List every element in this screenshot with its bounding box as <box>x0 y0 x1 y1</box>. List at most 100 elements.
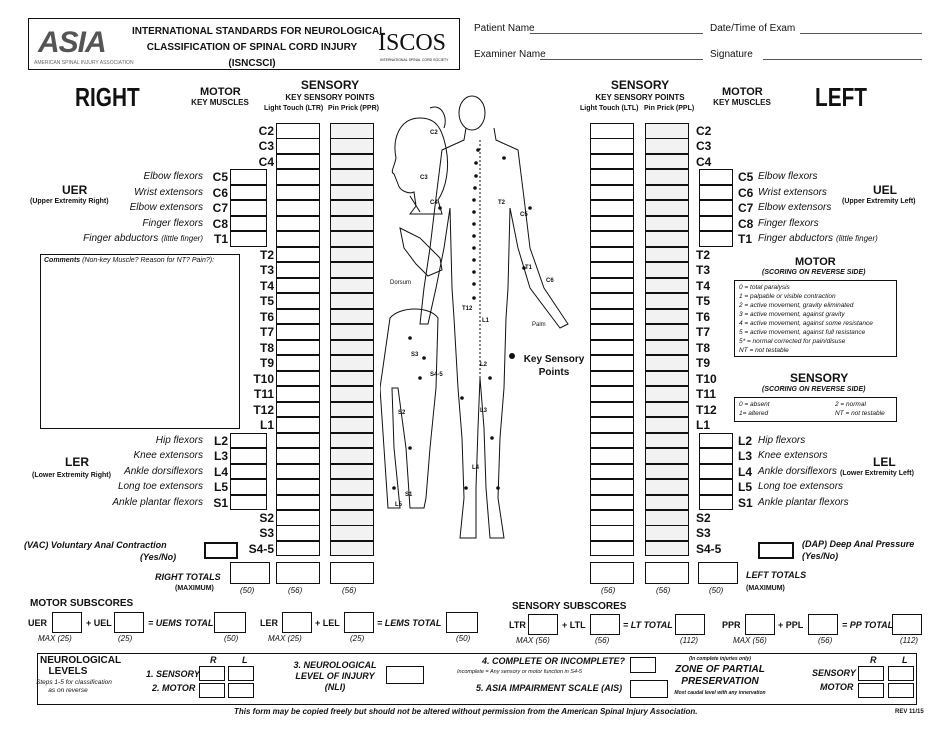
pp-total-input[interactable] <box>892 614 922 635</box>
lt-total-input[interactable] <box>675 614 705 635</box>
left-lt-l3[interactable] <box>590 448 634 464</box>
right-motor-c6[interactable] <box>230 184 267 201</box>
right-pp-c8[interactable] <box>330 215 374 232</box>
right-pp-t6[interactable] <box>330 308 374 325</box>
right-pp-s3[interactable] <box>330 525 374 541</box>
right-pp-s1[interactable] <box>330 494 374 511</box>
left-pp-t6[interactable] <box>645 308 689 325</box>
right-pp-t10[interactable] <box>330 370 374 387</box>
right-lt-t11[interactable] <box>276 386 320 402</box>
ltr-input[interactable] <box>528 614 558 635</box>
right-lt-c4[interactable] <box>276 153 320 170</box>
left-motor-c5[interactable] <box>699 169 733 185</box>
right-lt-t4[interactable] <box>276 277 320 294</box>
left-pp-l3[interactable] <box>645 448 689 464</box>
zpp-sensory-r-input[interactable] <box>858 666 884 681</box>
right-lt-t10[interactable] <box>276 370 320 387</box>
left-pp-t7[interactable] <box>645 324 689 340</box>
right-lt-l5[interactable] <box>276 479 320 495</box>
left-pp-t4[interactable] <box>645 277 689 294</box>
left-pp-c6[interactable] <box>645 184 689 201</box>
right-lt-s4-5[interactable] <box>276 540 320 557</box>
nli-input[interactable] <box>386 666 424 684</box>
right-pp-t7[interactable] <box>330 324 374 340</box>
right-pp-l5[interactable] <box>330 479 374 495</box>
zpp-motor-l-input[interactable] <box>888 683 914 698</box>
right-lt-t12[interactable] <box>276 401 320 418</box>
left-pp-c5[interactable] <box>645 169 689 185</box>
left-motor-l2[interactable] <box>699 432 733 449</box>
vac-input[interactable] <box>204 542 238 559</box>
left-motor-c6[interactable] <box>699 184 733 201</box>
left-pp-l1[interactable] <box>645 417 689 433</box>
left-motor-t1[interactable] <box>699 231 733 247</box>
left-lt-s2[interactable] <box>590 510 634 526</box>
left-lt-t9[interactable] <box>590 355 634 371</box>
left-lt-c4[interactable] <box>590 153 634 170</box>
left-pp-c3[interactable] <box>645 138 689 154</box>
left-lt-t1[interactable] <box>590 231 634 247</box>
right-lt-total[interactable] <box>276 562 320 584</box>
right-motor-l3[interactable] <box>230 448 267 464</box>
left-lt-s4-5[interactable] <box>590 540 634 557</box>
left-lt-l4[interactable] <box>590 463 634 480</box>
left-lt-t11[interactable] <box>590 386 634 402</box>
uer-input[interactable] <box>52 612 82 633</box>
right-lt-t6[interactable] <box>276 308 320 325</box>
left-motor-l3[interactable] <box>699 448 733 464</box>
left-pp-t3[interactable] <box>645 262 689 278</box>
right-lt-c8[interactable] <box>276 215 320 232</box>
left-pp-t12[interactable] <box>645 401 689 418</box>
right-lt-t1[interactable] <box>276 231 320 247</box>
right-pp-t12[interactable] <box>330 401 374 418</box>
right-pp-c6[interactable] <box>330 184 374 201</box>
motor-l-input[interactable] <box>228 683 254 698</box>
left-motor-l5[interactable] <box>699 479 733 495</box>
right-motor-l2[interactable] <box>230 432 267 449</box>
left-pp-l5[interactable] <box>645 479 689 495</box>
right-lt-t3[interactable] <box>276 262 320 278</box>
left-lt-l1[interactable] <box>590 417 634 433</box>
left-lt-t4[interactable] <box>590 277 634 294</box>
sensory-r-input[interactable] <box>199 666 225 681</box>
right-pp-l1[interactable] <box>330 417 374 433</box>
left-pp-c2[interactable] <box>645 123 689 139</box>
right-pp-t2[interactable] <box>330 246 374 263</box>
ltl-input[interactable] <box>590 614 620 635</box>
right-motor-l4[interactable] <box>230 463 267 480</box>
left-pp-s1[interactable] <box>645 494 689 511</box>
left-lt-s3[interactable] <box>590 525 634 541</box>
right-pp-s4-5[interactable] <box>330 540 374 557</box>
right-lt-t7[interactable] <box>276 324 320 340</box>
left-lt-l2[interactable] <box>590 432 634 449</box>
signature-field[interactable] <box>763 59 922 60</box>
right-lt-l2[interactable] <box>276 432 320 449</box>
left-pp-l4[interactable] <box>645 463 689 480</box>
left-pp-s4-5[interactable] <box>645 540 689 557</box>
ppl-input[interactable] <box>808 614 838 635</box>
right-pp-total[interactable] <box>330 562 374 584</box>
left-motor-total[interactable] <box>698 562 738 584</box>
left-lt-c3[interactable] <box>590 138 634 154</box>
right-motor-t1[interactable] <box>230 231 267 247</box>
left-pp-t2[interactable] <box>645 246 689 263</box>
right-lt-l3[interactable] <box>276 448 320 464</box>
left-lt-c5[interactable] <box>590 169 634 185</box>
right-pp-t11[interactable] <box>330 386 374 402</box>
left-pp-s2[interactable] <box>645 510 689 526</box>
left-pp-t10[interactable] <box>645 370 689 387</box>
right-lt-t2[interactable] <box>276 246 320 263</box>
left-lt-c2[interactable] <box>590 123 634 139</box>
left-pp-t8[interactable] <box>645 339 689 356</box>
left-lt-t10[interactable] <box>590 370 634 387</box>
right-motor-s1[interactable] <box>230 494 267 511</box>
right-motor-c5[interactable] <box>230 169 267 185</box>
left-lt-t12[interactable] <box>590 401 634 418</box>
left-pp-c8[interactable] <box>645 215 689 232</box>
right-lt-t8[interactable] <box>276 339 320 356</box>
left-lt-t2[interactable] <box>590 246 634 263</box>
right-pp-t3[interactable] <box>330 262 374 278</box>
right-pp-t5[interactable] <box>330 293 374 309</box>
right-pp-l3[interactable] <box>330 448 374 464</box>
right-pp-c3[interactable] <box>330 138 374 154</box>
